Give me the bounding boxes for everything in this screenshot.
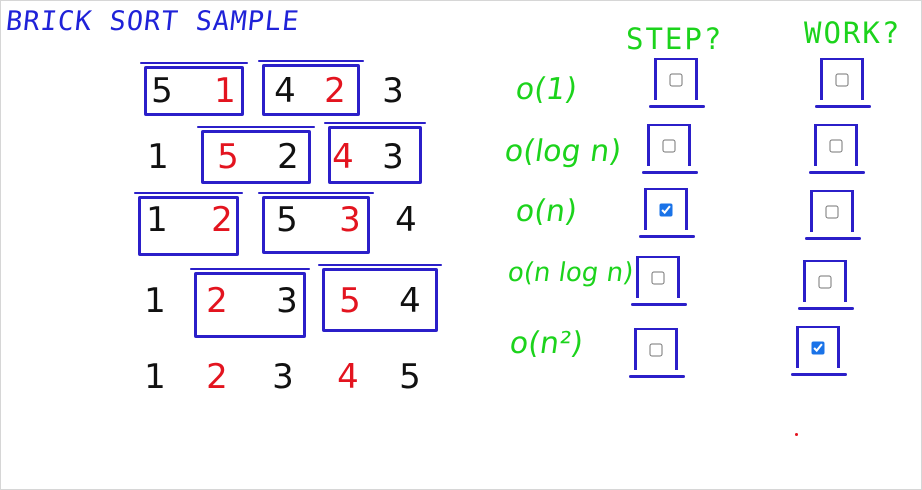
work-checkbox-frame <box>805 190 861 240</box>
work-checkbox-frame <box>798 260 854 310</box>
step-checkbox-o-n-squared[interactable] <box>649 343 663 357</box>
work-checkbox-o-n-squared[interactable] <box>811 341 825 355</box>
step-checkbox-frame <box>631 256 687 306</box>
sort-number: 2 <box>211 200 233 240</box>
complexity-label-o-n: o(n) <box>513 194 580 229</box>
step-checkbox-frame <box>649 58 705 108</box>
sort-number: 4 <box>337 357 359 397</box>
sort-number: 4 <box>332 137 354 177</box>
work-checkbox-frame <box>815 58 871 108</box>
step-checkbox-o-n-log-n[interactable] <box>651 271 665 285</box>
brick-pair <box>318 264 442 332</box>
sort-number: 3 <box>276 281 298 321</box>
sort-number: 1 <box>144 281 166 321</box>
step-column-header: STEP? <box>626 22 724 56</box>
step-checkbox-o-log-n[interactable] <box>662 139 676 153</box>
sort-number: 5 <box>276 200 298 240</box>
sort-number: 5 <box>217 137 239 177</box>
complexity-label-o-log-n: o(log n) <box>502 134 624 169</box>
sort-number: 3 <box>382 137 404 177</box>
sort-number: 5 <box>151 71 173 111</box>
sort-number: 1 <box>144 357 166 397</box>
work-checkbox-frame <box>809 124 865 174</box>
sort-number: 3 <box>382 71 404 111</box>
sort-number: 5 <box>399 357 421 397</box>
work-column-header: WORK? <box>804 16 902 50</box>
sort-number: 1 <box>147 137 169 177</box>
work-checkbox-frame <box>791 326 847 376</box>
stray-ink-dot <box>795 433 798 436</box>
brick-pair <box>190 268 310 338</box>
sort-number: 5 <box>339 281 361 321</box>
step-checkbox-o-n[interactable] <box>659 203 673 217</box>
complexity-label-o-n-log-n: o(n log n) <box>505 258 636 288</box>
brick-pair <box>134 192 243 256</box>
work-checkbox-o-log-n[interactable] <box>829 139 843 153</box>
work-checkbox-o-1[interactable] <box>835 73 849 87</box>
brick-pair <box>258 192 374 254</box>
sort-number: 1 <box>214 71 236 111</box>
sort-number: 1 <box>146 200 168 240</box>
sort-number: 3 <box>339 200 361 240</box>
step-checkbox-frame <box>629 328 685 378</box>
sort-number: 2 <box>206 357 228 397</box>
sort-number: 4 <box>399 281 421 321</box>
page-title: BRICK SORT SAMPLE <box>4 6 301 37</box>
sort-number: 2 <box>324 71 346 111</box>
brick-pair <box>197 126 315 184</box>
work-checkbox-o-n-log-n[interactable] <box>818 275 832 289</box>
complexity-label-o-n-squared: o(n²) <box>507 326 586 361</box>
brick-pair <box>324 122 426 184</box>
brick-pair <box>258 60 364 116</box>
step-checkbox-frame <box>642 124 698 174</box>
sort-number: 2 <box>277 137 299 177</box>
work-checkbox-o-n[interactable] <box>825 205 839 219</box>
sort-number: 4 <box>395 200 417 240</box>
sort-number: 4 <box>274 71 296 111</box>
sort-number: 3 <box>272 357 294 397</box>
step-checkbox-o-1[interactable] <box>669 73 683 87</box>
complexity-label-o-1: o(1) <box>513 72 580 107</box>
brick-pair <box>140 62 248 116</box>
step-checkbox-frame <box>639 188 695 238</box>
sort-number: 2 <box>206 281 228 321</box>
